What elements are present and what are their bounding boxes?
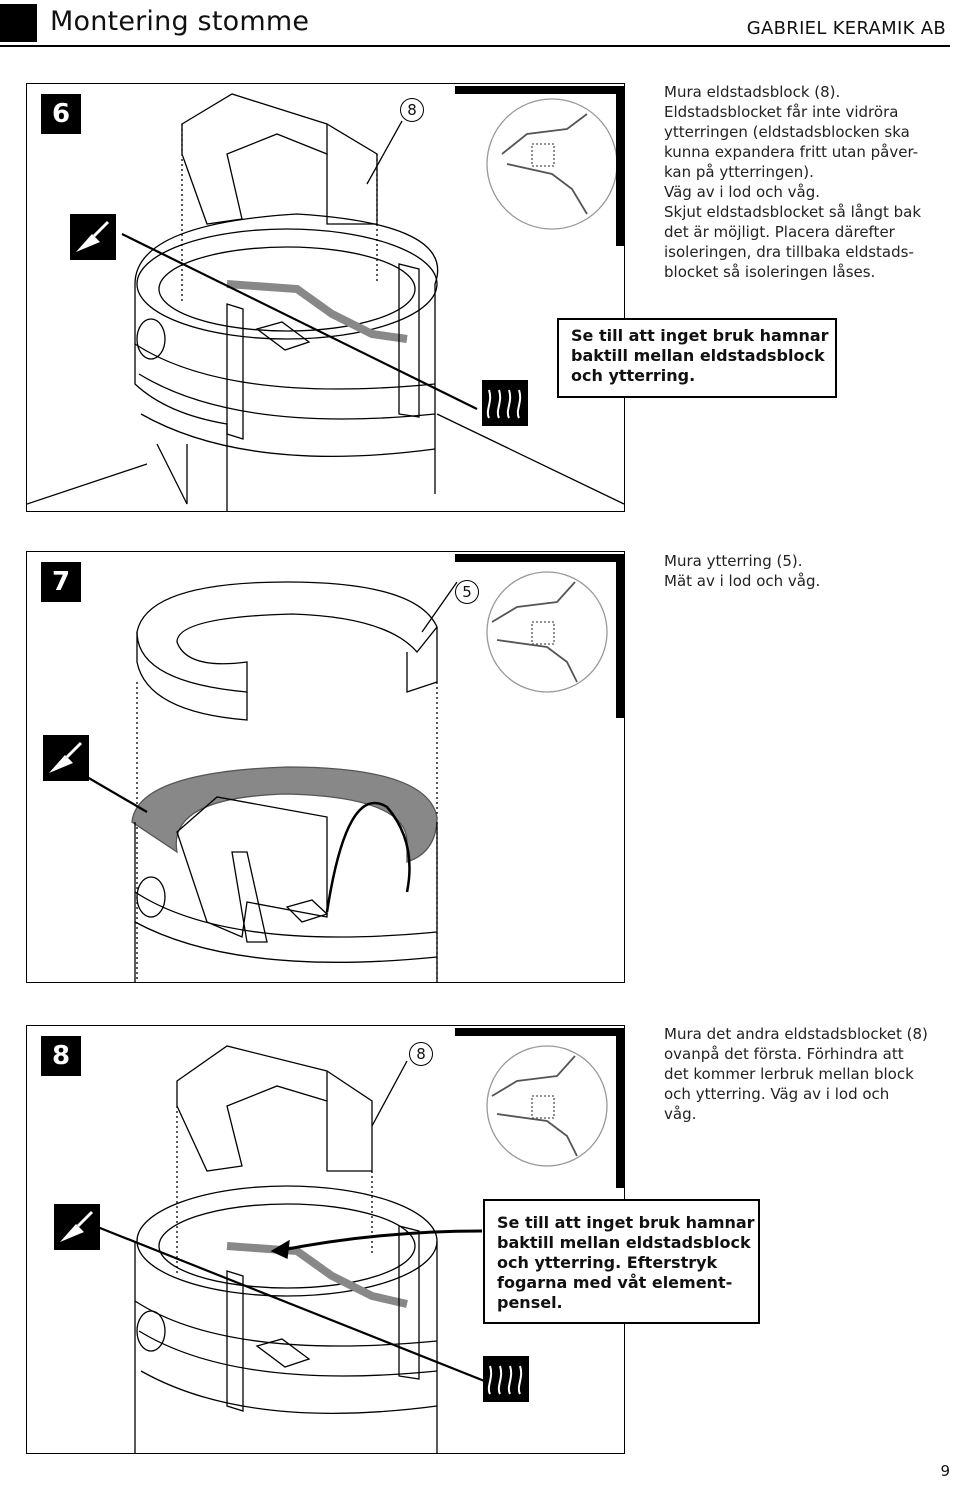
step-7-instructions: Mura ytterring (5). Mät av i lod och våg… [664, 551, 820, 591]
step-8-corner-bar-top [455, 1028, 623, 1036]
instruction-line: Mät av i lod och våg. [664, 572, 821, 590]
warning-line: Se till att inget bruk hamnar [571, 326, 829, 345]
warning-line: baktill mellan eldstadsblock [571, 346, 825, 365]
instruction-line: ytterringen (eldstadsblocken ska [664, 123, 910, 141]
insulation-wave-icon [482, 380, 528, 426]
instruction-line: kan på ytterringen). [664, 163, 814, 181]
trowel-icon [70, 214, 116, 260]
insulation-wave-icon [483, 1356, 529, 1402]
step-7-number: 7 [41, 562, 81, 602]
trowel-icon [54, 1204, 100, 1250]
step-8-part-label: 8 [409, 1042, 433, 1066]
warning-line: fogarna med våt element- [497, 1273, 733, 1292]
instruction-line: Skjut eldstadsblocket så långt bak [664, 203, 922, 221]
instruction-line: Mura ytterring (5). [664, 552, 803, 570]
step-6-corner-bar-side [616, 86, 624, 246]
step-7-illustration: 7 5 [26, 551, 625, 983]
instruction-line: Väg av i lod och våg. [664, 183, 821, 201]
warning-line: och ytterring. Efterstryk [497, 1253, 718, 1272]
instruction-line: och ytterring. Väg av i lod och [664, 1085, 890, 1103]
instruction-line: det kommer lerbruk mellan block [664, 1065, 914, 1083]
instruction-line: Mura det andra eldstadsblocket (8) [664, 1025, 928, 1043]
header-square [0, 4, 37, 42]
step-6-number: 6 [41, 94, 81, 134]
trowel-icon [43, 735, 89, 781]
step-8-instructions: Mura det andra eldstadsblocket (8) ovanp… [664, 1024, 928, 1124]
instruction-line: ovanpå det första. Förhindra att [664, 1045, 904, 1063]
instruction-line: det är möjligt. Placera därefter [664, 223, 895, 241]
instruction-line: kunna expandera fritt utan påver- [664, 143, 919, 161]
step-6-illustration: 6 8 [26, 83, 625, 512]
warning-line: Se till att inget bruk hamnar [497, 1213, 755, 1232]
instruction-line: våg. [664, 1105, 697, 1123]
step-6-part-label: 8 [400, 98, 424, 122]
instruction-line: blocket så isoleringen låses. [664, 263, 876, 281]
header-rule [0, 45, 950, 47]
warning-line: baktill mellan eldstadsblock [497, 1233, 751, 1252]
page-title: Montering stomme [50, 6, 310, 37]
step-7-part-label: 5 [455, 580, 479, 604]
instruction-line: Eldstadsblocket får inte vidröra [664, 103, 899, 121]
warning-line: pensel. [497, 1293, 563, 1312]
step-8-corner-bar-side [616, 1028, 624, 1188]
step-6-instructions: Mura eldstadsblock (8). Eldstadsblocket … [664, 82, 921, 282]
step-8-number: 8 [41, 1036, 81, 1076]
warning-line: och ytterring. [571, 366, 696, 385]
instruction-line: isoleringen, dra tillbaka eldstads- [664, 243, 914, 261]
step-7-corner-bar-top [455, 554, 623, 562]
company-name: GABRIEL KERAMIK AB [746, 18, 946, 39]
page-number: 9 [940, 1462, 950, 1480]
step-7-corner-bar-side [616, 554, 624, 718]
step-6-warning-box: Se till att inget bruk hamnar baktill me… [557, 318, 837, 398]
instruction-line: Mura eldstadsblock (8). [664, 83, 841, 101]
step-8-warning-box: Se till att inget bruk hamnar baktill me… [483, 1199, 760, 1324]
step-6-corner-bar-top [455, 86, 623, 94]
